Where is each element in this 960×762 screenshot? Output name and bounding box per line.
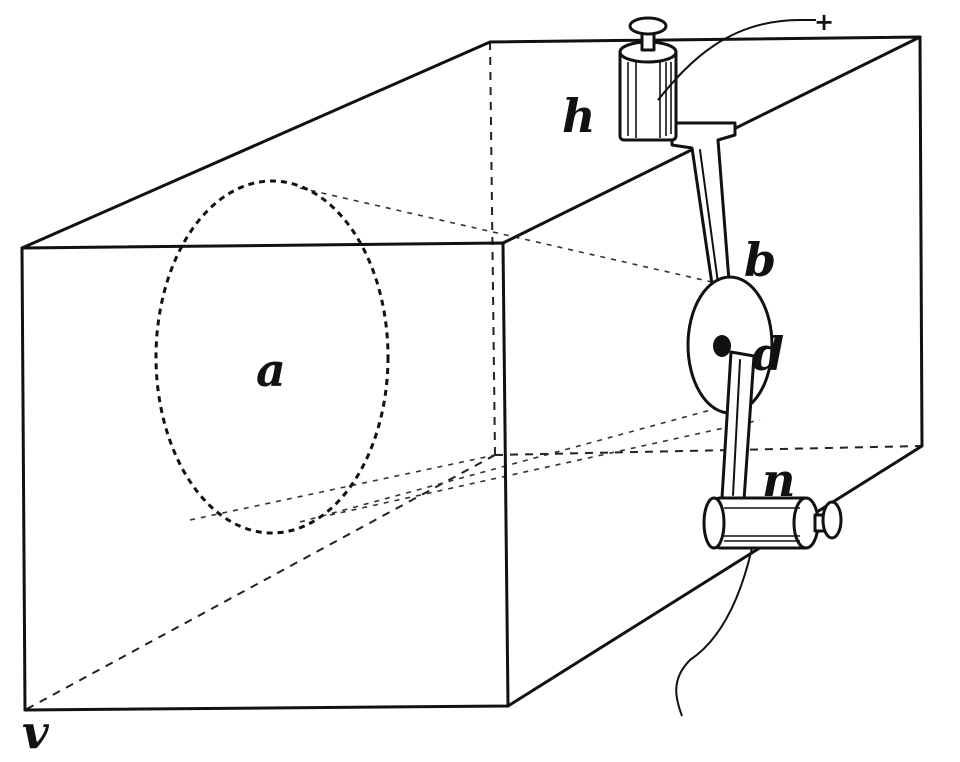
label-b: b [744,233,776,287]
label-h: h [562,89,595,143]
box-hidden-edges [24,41,923,711]
thumb-screw [813,500,843,540]
inner-ellipse [154,179,390,535]
bottom-terminal [702,496,820,550]
label-a: a [256,343,286,397]
label-d: d [752,327,784,381]
label-plus: + [814,8,834,36]
label-v: v [22,705,50,759]
box [20,35,924,712]
wires [657,19,816,717]
top-terminal [618,16,678,142]
label-n: n [762,453,795,507]
perspective-rays [189,187,761,523]
